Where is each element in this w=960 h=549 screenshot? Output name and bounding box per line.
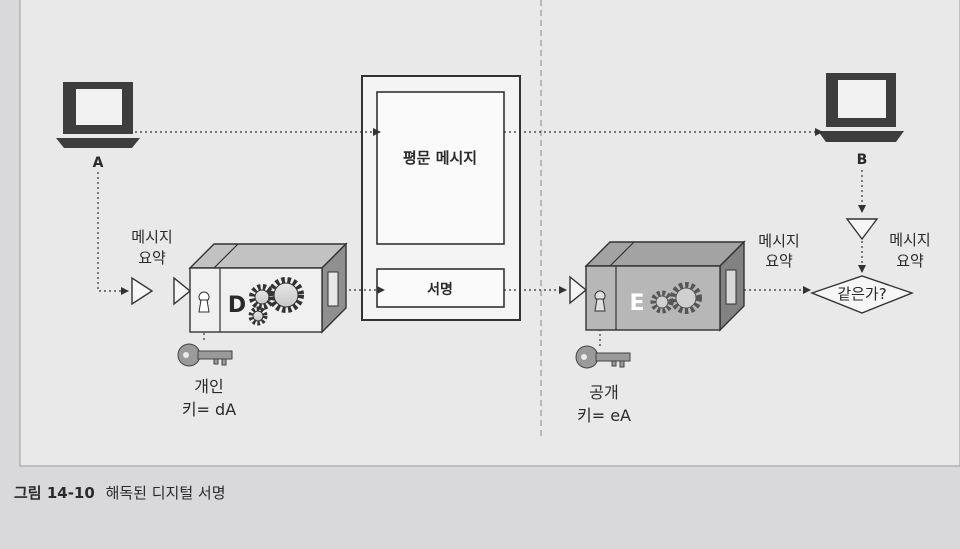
- digest-left-line1: 메시지: [131, 228, 172, 246]
- digest-right-line2: 요약: [896, 252, 924, 270]
- input-triangle-d: [173, 276, 192, 306]
- private-key-line2: 키= dA: [182, 400, 236, 419]
- keyhole-icon: [198, 291, 210, 313]
- public-key-line2: 키= eA: [577, 406, 631, 425]
- digest-mid-line2: 요약: [765, 252, 793, 270]
- plaintext-message-label: 평문 메시지: [403, 149, 477, 167]
- box-d-letter: D: [228, 293, 246, 318]
- digest-triangle-left: [131, 276, 154, 306]
- signed-document: [361, 75, 521, 321]
- figure-caption: 그림 14-10 해독된 디지털 서명: [14, 484, 226, 502]
- digest-left-line2: 요약: [138, 249, 166, 267]
- compare-question: 같은가?: [837, 285, 886, 303]
- input-triangle-e: [569, 275, 588, 305]
- computer-a-label: A: [93, 155, 104, 171]
- public-key-icon: [575, 345, 631, 369]
- signature-label: 서명: [427, 281, 453, 298]
- figure-number: 그림 14-10: [14, 484, 95, 502]
- digest-right-line1: 메시지: [889, 231, 930, 249]
- computer-b-label: B: [857, 152, 868, 168]
- private-key-icon: [177, 343, 233, 367]
- digest-mid-line1: 메시지: [758, 232, 799, 250]
- computer-b-icon: [818, 73, 904, 142]
- public-key-function-box: [584, 240, 746, 332]
- private-key-function-box: [188, 242, 348, 334]
- gears-icon: [248, 277, 304, 326]
- compare-decision-diamond: [809, 275, 915, 314]
- computer-a-icon: [56, 82, 140, 148]
- gears-icon: [650, 282, 702, 314]
- public-key-line1: 공개: [589, 383, 618, 402]
- digest-triangle-right: [845, 218, 879, 241]
- private-key-line1: 개인: [194, 377, 223, 396]
- keyhole-icon: [594, 290, 606, 312]
- box-e-letter: E: [629, 291, 644, 316]
- figure-title: 해독된 디지털 서명: [106, 484, 226, 502]
